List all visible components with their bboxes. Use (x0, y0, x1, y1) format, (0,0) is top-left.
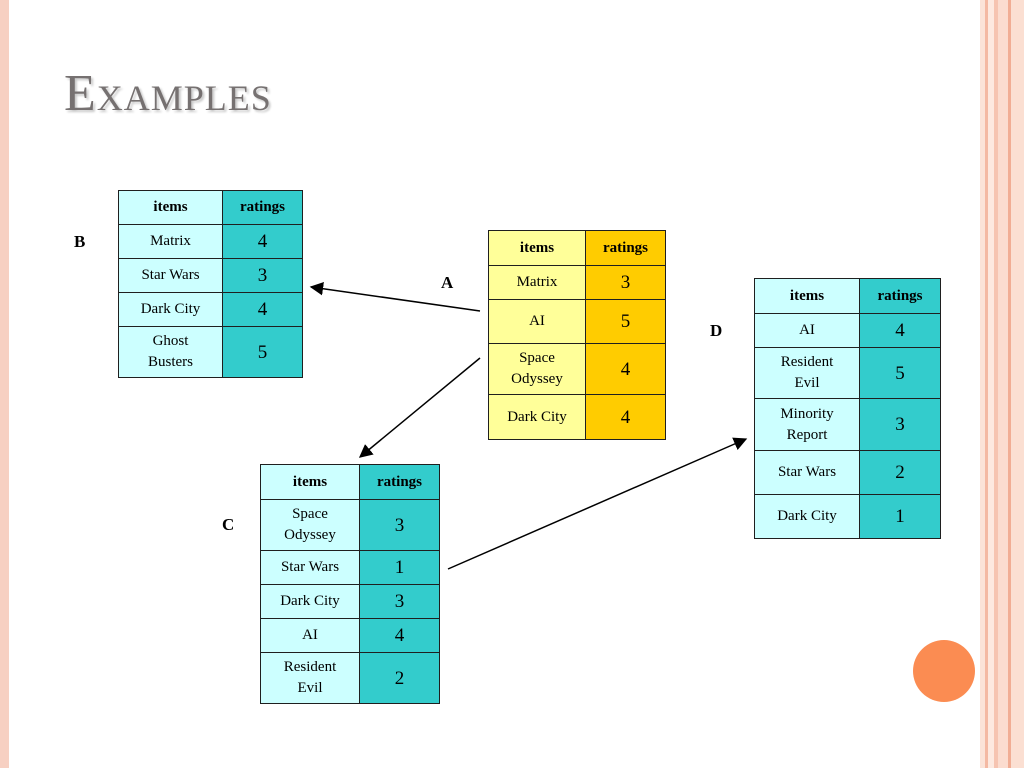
right-border-stripes (980, 0, 1024, 768)
header-ratings: ratings (222, 190, 303, 225)
item-cell: Star Wars (754, 450, 860, 495)
arrow-c-to-d (447, 437, 748, 570)
table-c: items ratings Space Odyssey 3 Star Wars … (260, 464, 440, 704)
rating-cell: 3 (222, 258, 303, 293)
header-ratings: ratings (859, 278, 941, 314)
header-items: items (754, 278, 860, 314)
rating-cell: 5 (585, 299, 666, 344)
item-cell: Space Odyssey (260, 499, 360, 551)
item-cell: Dark City (118, 292, 223, 327)
rating-cell: 5 (859, 347, 941, 399)
item-cell: Matrix (488, 265, 586, 300)
left-edge-decoration (0, 0, 9, 768)
item-cell: AI (754, 313, 860, 348)
table-a: items ratings Matrix 3 AI 5 Space Odysse… (488, 230, 666, 440)
table-c-label: C (222, 515, 235, 534)
item-cell: Ghost Busters (118, 326, 223, 378)
rating-cell: 3 (359, 499, 440, 551)
item-cell: Resident Evil (260, 652, 360, 704)
item-cell: AI (488, 299, 586, 344)
header-items: items (488, 230, 586, 266)
rating-cell: 4 (585, 394, 666, 440)
rating-cell: 1 (359, 550, 440, 585)
rating-cell: 5 (222, 326, 303, 378)
slide-title: Examples (64, 65, 272, 122)
item-cell: Resident Evil (754, 347, 860, 399)
header-ratings: ratings (585, 230, 666, 266)
rating-cell: 3 (859, 398, 941, 451)
rating-cell: 2 (859, 450, 941, 495)
header-items: items (260, 464, 360, 500)
item-cell: Space Odyssey (488, 343, 586, 395)
item-cell: Star Wars (260, 550, 360, 585)
table-b: items ratings Matrix 4 Star Wars 3 Dark … (118, 190, 303, 378)
item-cell: Dark City (488, 394, 586, 440)
table-a-label: A (441, 273, 454, 292)
rating-cell: 4 (222, 292, 303, 327)
item-cell: Minority Report (754, 398, 860, 451)
decorative-orange-circle (913, 640, 975, 702)
header-items: items (118, 190, 223, 225)
item-cell: AI (260, 618, 360, 653)
table-b-label: B (74, 232, 86, 251)
item-cell: Dark City (260, 584, 360, 619)
item-cell: Matrix (118, 224, 223, 259)
arrow-a-to-c (358, 357, 481, 458)
rating-cell: 4 (222, 224, 303, 259)
rating-cell: 3 (585, 265, 666, 300)
rating-cell: 2 (359, 652, 440, 704)
arrow-a-to-b (309, 282, 481, 312)
table-d-label: D (710, 321, 723, 340)
item-cell: Dark City (754, 494, 860, 539)
header-ratings: ratings (359, 464, 440, 500)
rating-cell: 4 (585, 343, 666, 395)
item-cell: Star Wars (118, 258, 223, 293)
rating-cell: 3 (359, 584, 440, 619)
rating-cell: 4 (359, 618, 440, 653)
rating-cell: 4 (859, 313, 941, 348)
rating-cell: 1 (859, 494, 941, 539)
table-d: items ratings AI 4 Resident Evil 5 Minor… (754, 278, 941, 539)
